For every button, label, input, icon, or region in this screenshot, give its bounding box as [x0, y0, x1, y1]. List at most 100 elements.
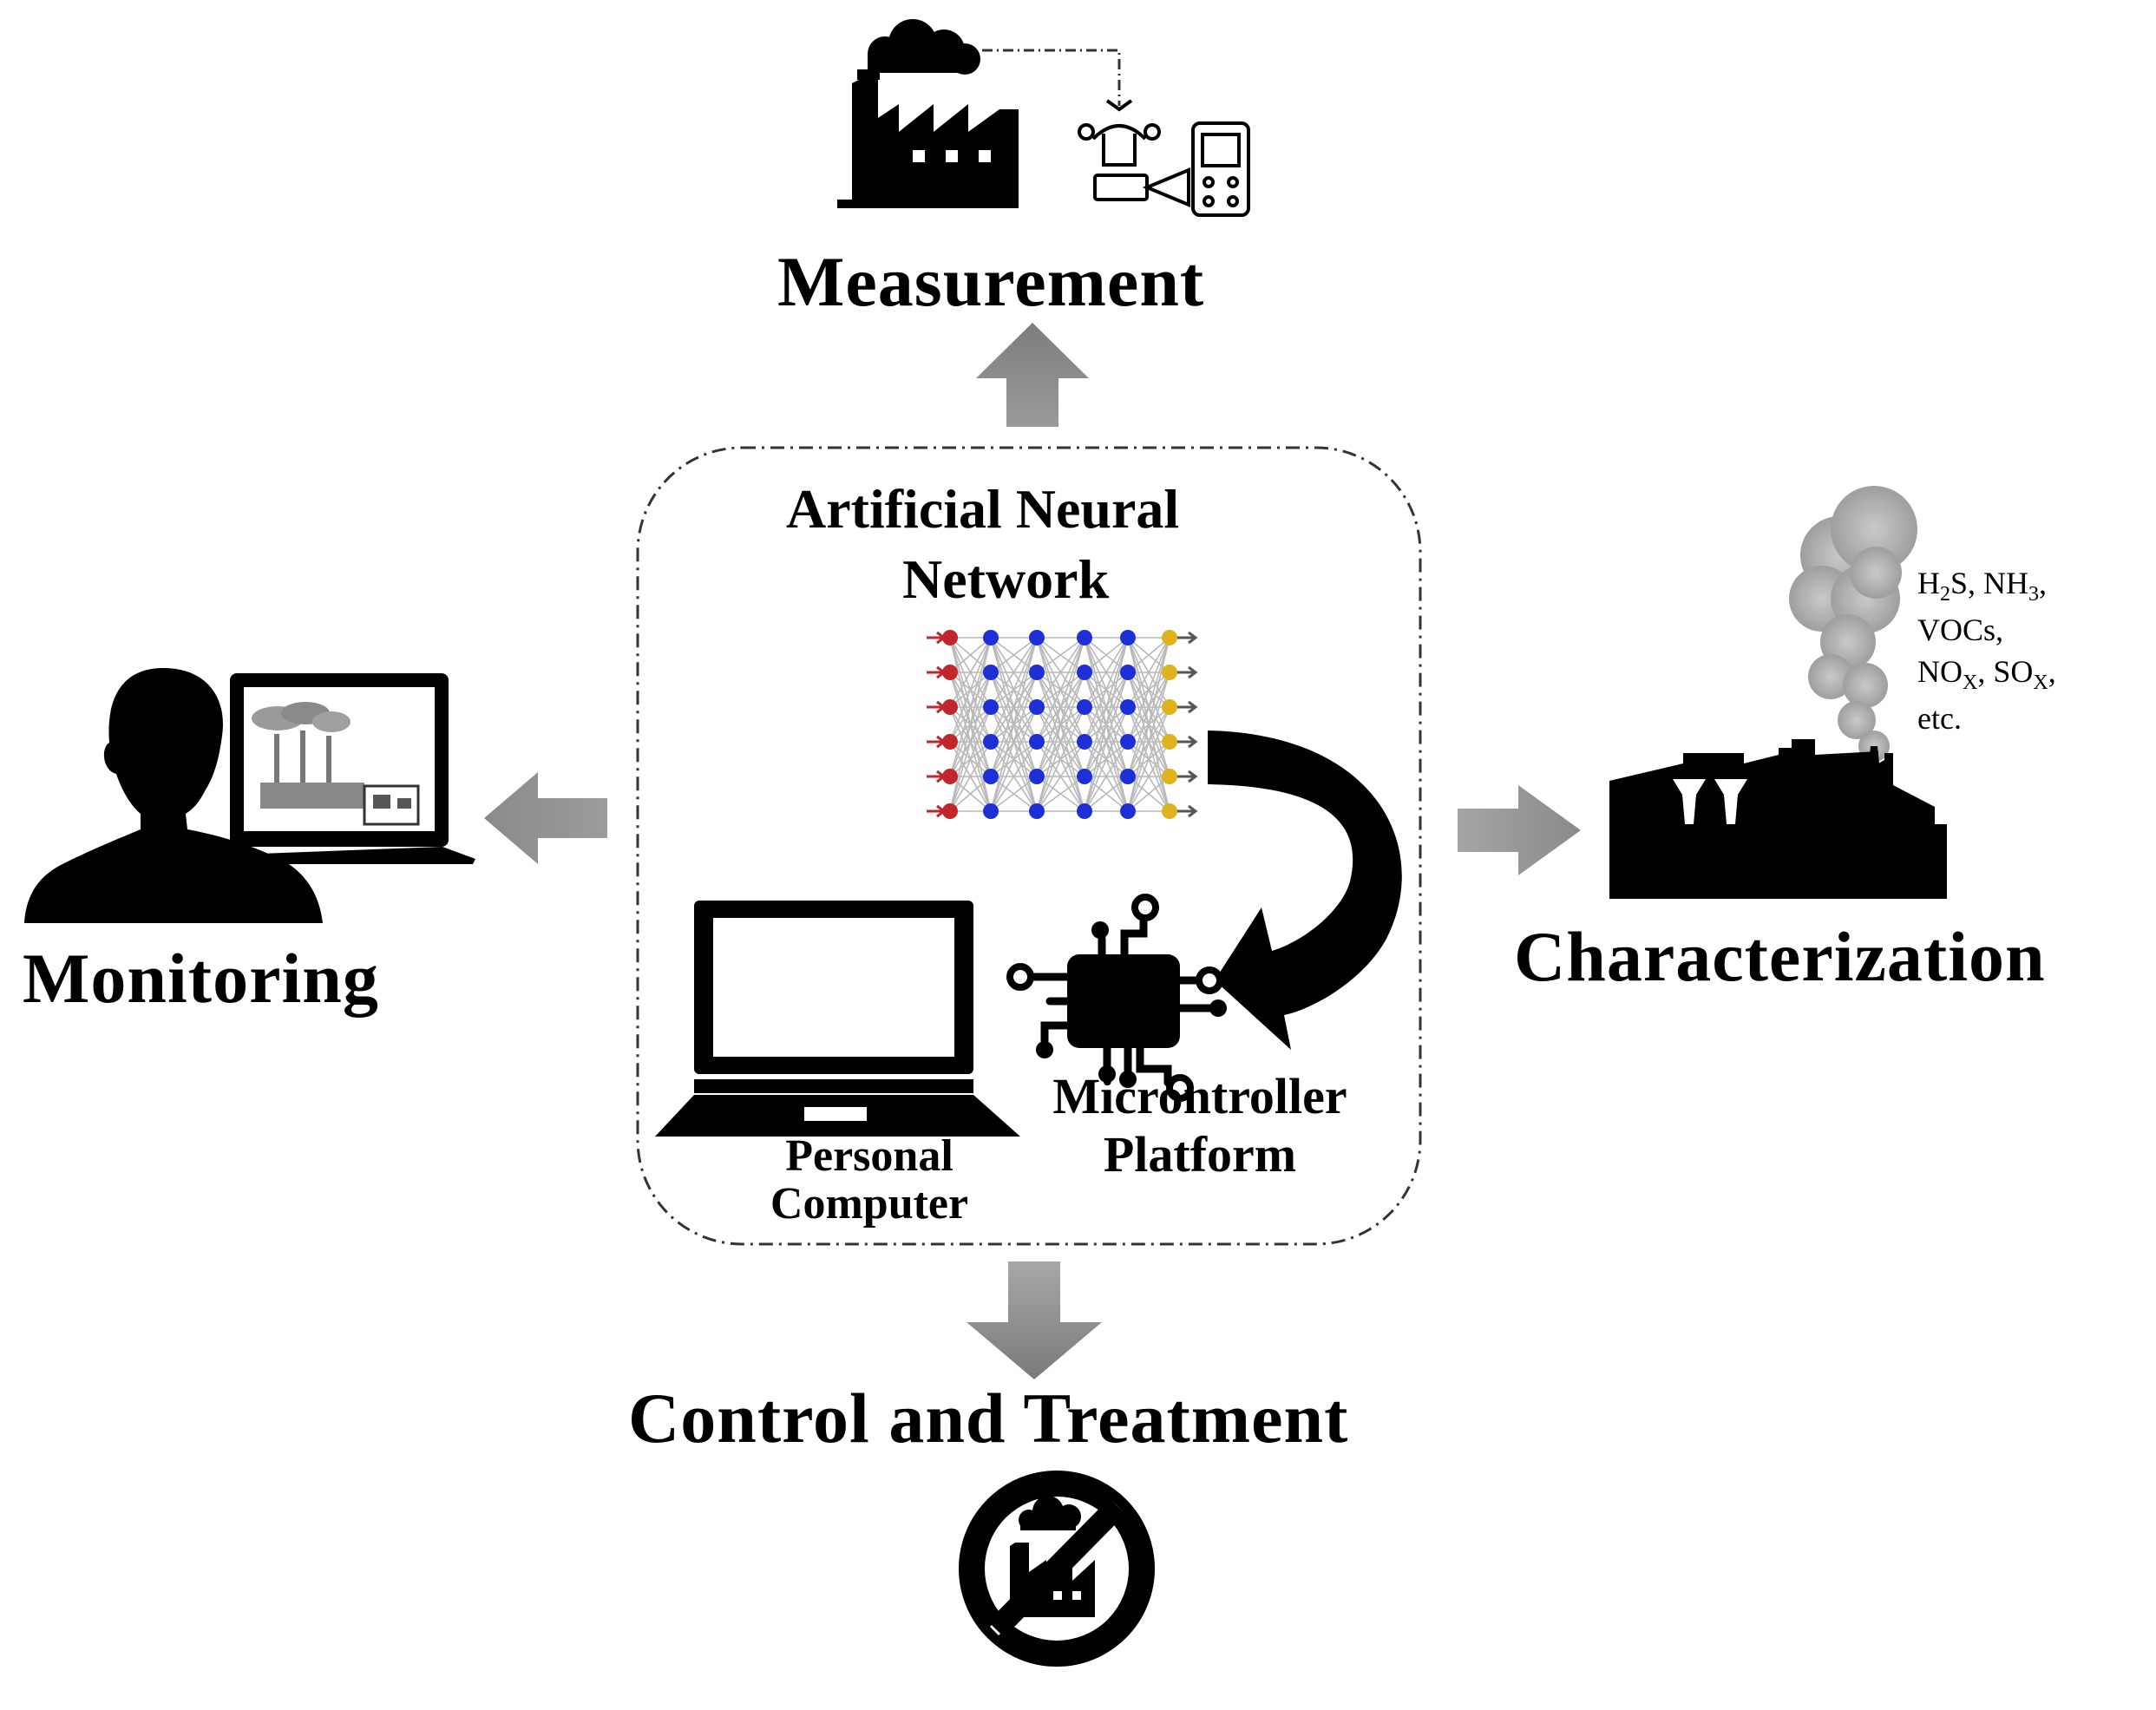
nn-connection	[1036, 637, 1085, 743]
nn-connection	[990, 637, 1038, 777]
person-at-monitor-icon	[24, 668, 475, 923]
label-pc-line2: Computer	[770, 1178, 969, 1228]
gas-nox-comma: ,	[1977, 654, 1994, 690]
label-microcontroller: Microntroller Platform	[1013, 1068, 1386, 1183]
nn-connection	[949, 672, 992, 812]
gas-line-3: NOX, SOX,	[1917, 651, 2056, 698]
nn-output-arrow	[1176, 665, 1198, 679]
nn-connection	[1084, 637, 1129, 673]
nn-hidden-node	[983, 665, 999, 680]
gas-sox-sub: X	[2033, 672, 2048, 695]
label-ann-line2: Network	[902, 548, 1110, 610]
arrow-to-control	[967, 1261, 1102, 1379]
nn-output-node	[1162, 734, 1177, 750]
nn-connection	[990, 672, 1038, 812]
nn-connection	[949, 776, 992, 812]
nn-output-arrow	[1176, 735, 1198, 749]
nn-connection	[990, 776, 1038, 812]
nn-connection	[1127, 672, 1170, 812]
factory-icon	[837, 19, 1019, 208]
nn-connection	[1084, 637, 1129, 708]
nn-output-node	[1162, 665, 1177, 680]
nn-hidden-node	[1077, 803, 1092, 819]
nn-connection	[1084, 637, 1129, 777]
nn-hidden-node	[1029, 803, 1045, 819]
nn-hidden-node	[1029, 699, 1045, 715]
nn-connection	[949, 637, 992, 708]
gas-h2s-sub: 2	[1940, 583, 1950, 606]
nn-output-arrow	[1176, 700, 1198, 714]
nn-input-arrow	[927, 735, 947, 749]
nn-input-arrow	[927, 770, 947, 783]
nn-connection	[990, 637, 1038, 673]
label-characterization: Characterization	[1514, 917, 2046, 996]
curved-arrow-to-microcontroller	[1208, 731, 1402, 1050]
nn-connection	[1084, 741, 1129, 812]
nn-connection	[1036, 637, 1085, 673]
nn-connection	[1127, 637, 1170, 812]
label-pc-line1: Personal	[785, 1131, 953, 1181]
neural-network-graphic	[927, 630, 1198, 819]
nn-output-arrow	[1176, 770, 1198, 783]
nn-output-arrow	[1176, 631, 1198, 645]
nn-hidden-node	[1077, 630, 1092, 645]
gas-line-2: VOCs,	[1917, 612, 2004, 647]
nn-hidden-node	[1029, 630, 1045, 645]
gas-sox-comma: ,	[2048, 654, 2056, 690]
nn-hidden-node	[983, 769, 999, 784]
nn-input-node	[942, 630, 958, 645]
nn-connection	[1127, 637, 1170, 673]
label-mc-line2: Platform	[1103, 1125, 1297, 1183]
nn-connection	[1084, 706, 1129, 812]
arrow-to-characterization	[1458, 785, 1581, 875]
nn-output-node	[1162, 699, 1177, 715]
nn-input-node	[942, 769, 958, 784]
nn-connection	[1084, 637, 1129, 812]
gas-line-4: etc.	[1917, 700, 1962, 736]
nn-input-arrow	[927, 631, 947, 645]
nn-hidden-node	[1029, 734, 1045, 750]
nn-connection	[1036, 776, 1085, 812]
nn-hidden-node	[1120, 630, 1136, 645]
emitting-plant-icon	[1609, 486, 1947, 899]
label-control-treatment: Control and Treatment	[628, 1379, 1349, 1458]
nn-connection	[1036, 672, 1085, 812]
nn-connection	[949, 706, 992, 812]
gas-nh3-comma: ,	[2039, 566, 2048, 600]
nn-connection	[1127, 637, 1170, 708]
microcontroller-chip-icon	[1006, 894, 1227, 1102]
nn-input-node	[942, 734, 958, 750]
nn-output-node	[1162, 803, 1177, 819]
laptop-icon	[655, 901, 1020, 1137]
nn-output-node	[1162, 630, 1177, 645]
nn-connection	[1036, 637, 1085, 812]
label-mc-line1: Microntroller	[1052, 1068, 1347, 1124]
gas-sensor-icon	[1078, 99, 1250, 217]
nn-connection	[990, 637, 1038, 743]
nn-hidden-node	[1077, 769, 1092, 784]
nn-input-arrow	[927, 665, 947, 679]
nn-connection	[1127, 637, 1170, 777]
nn-connection	[990, 637, 1038, 708]
nn-connection	[1084, 637, 1129, 743]
arrow-to-measurement	[976, 323, 1089, 427]
gas-line-1: H2S, NH3,	[1917, 562, 2056, 609]
nn-hidden-node	[1077, 665, 1092, 680]
gas-sox-so: SO	[1993, 654, 2034, 690]
nn-hidden-node	[983, 803, 999, 819]
nn-connection	[1127, 776, 1170, 812]
nn-output-node	[1162, 769, 1177, 784]
gas-nox-no: NO	[1917, 654, 1963, 690]
nn-connection	[1127, 706, 1170, 812]
gas-nh3-sub: 3	[2028, 583, 2040, 606]
nn-connection	[1036, 637, 1085, 777]
nn-hidden-node	[1077, 699, 1092, 715]
gas-h2s-s: S,	[1950, 566, 1984, 600]
ann-system-box	[636, 446, 1422, 1246]
nn-connection	[949, 637, 992, 777]
gas-h2s-h: H	[1917, 566, 1940, 600]
nn-hidden-node	[1077, 734, 1092, 750]
nn-connection	[1036, 706, 1085, 812]
nn-connection	[990, 637, 1038, 812]
